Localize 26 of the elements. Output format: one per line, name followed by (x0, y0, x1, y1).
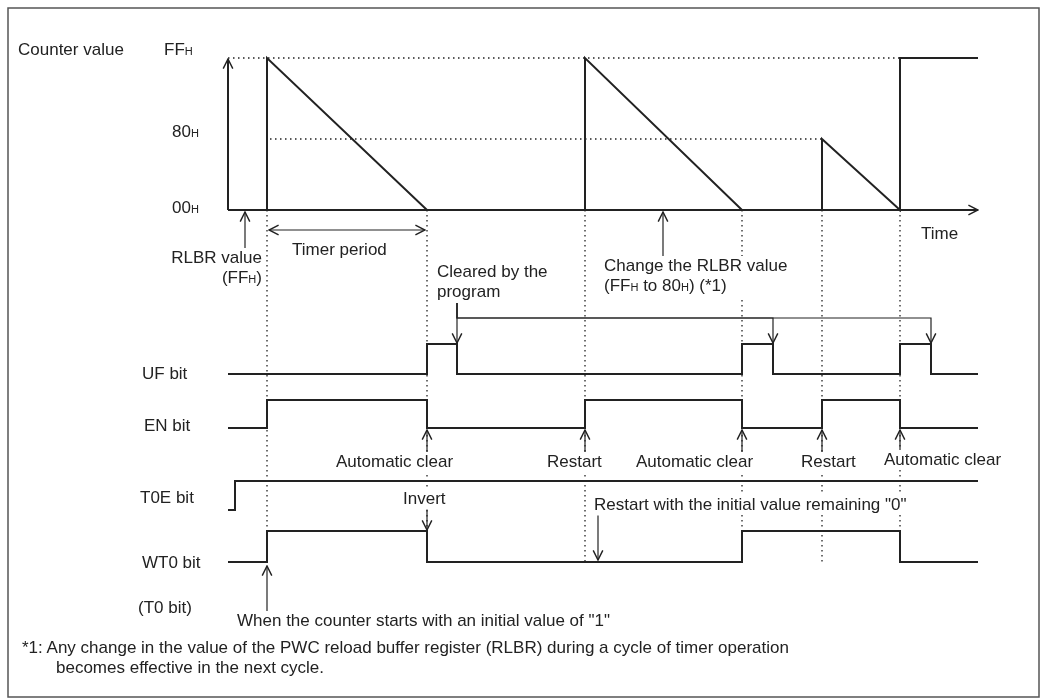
annotation-text: Restart (801, 452, 856, 473)
annotation-text: Invert (403, 489, 446, 510)
leader-line (657, 211, 669, 257)
text-label: (T0 bit) (138, 598, 192, 619)
leader-line (579, 429, 591, 453)
annotation-text: Automatic clear (336, 452, 454, 473)
leader-line (736, 429, 748, 453)
leader-line (894, 429, 906, 451)
leader-line (421, 508, 433, 531)
text-label: EN bit (144, 416, 191, 437)
annotation-text: Automatic clear (636, 452, 754, 473)
annotation-text: Restart (547, 452, 602, 473)
text-label: Counter value (18, 40, 124, 61)
text-label: WT0 bit (142, 553, 201, 574)
annotation-text: Restart with the initial value remaining "0" (594, 495, 907, 516)
leader-line (239, 211, 251, 249)
leader-line (261, 565, 273, 612)
leader-line (421, 429, 433, 453)
leader-line (456, 302, 937, 344)
text-label: Time (921, 224, 959, 245)
text-label: T0E bit (140, 488, 194, 509)
leader-line (592, 514, 604, 561)
footnote: *1: Any change in the value of the PWC reload buffer register (RLBR) during a cycle of timer operation becomes effective in the next cycle. (22, 638, 790, 679)
leader-line (816, 429, 828, 453)
text-label: UF bit (142, 364, 188, 385)
text-label: Timer period (292, 240, 387, 261)
